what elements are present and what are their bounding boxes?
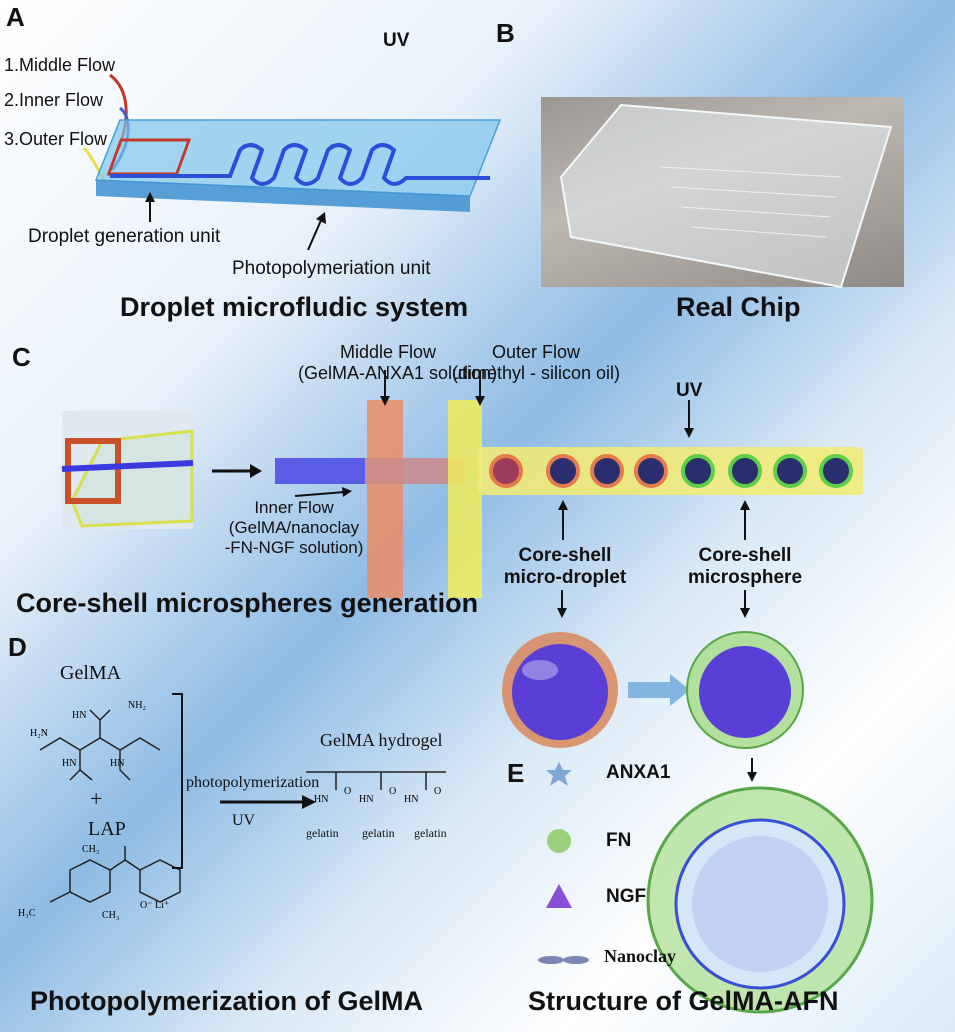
core-shell-microsphere-label: Core-shell microsphere	[670, 545, 820, 589]
gelma-hydrogel-label: GelMA hydrogel	[320, 730, 443, 750]
nanoclay-icon	[538, 956, 589, 964]
legend-fn: FN	[606, 830, 632, 851]
panel-d-title: Photopolymerization of GelMA	[30, 986, 424, 1016]
middle-flow-solution: (GelMA-ANXA1 solution)	[298, 363, 498, 383]
panel-b-title: Real Chip	[676, 292, 801, 322]
reaction-arrow	[220, 795, 316, 809]
svg-text:H₂N: H₂N	[30, 728, 48, 739]
inner-flow-solution-line1: (GelMA/nanoclay	[228, 518, 360, 537]
outer-flow-label: 3.Outer Flow	[4, 129, 108, 149]
microspheres-green	[681, 454, 853, 488]
droplets-orange	[489, 454, 668, 488]
microfluidic-chip-illustration	[82, 73, 502, 251]
gelma-hydrogel-structure: HN HN HN O O O	[306, 771, 446, 805]
sphere-label-line1: Core-shell	[698, 545, 792, 566]
sphere-label-line2: microsphere	[687, 567, 803, 588]
droplet-sphere-renders	[502, 590, 874, 1014]
panel-c-title: Core-shell microspheres generation	[16, 588, 479, 618]
middle-flow-label-c: Middle Flow (GelMA-ANXA1 solution)	[298, 342, 498, 384]
gelatin-label-1: gelatin	[306, 826, 339, 840]
svg-text:O: O	[389, 786, 396, 797]
panel-letter-d: D	[8, 632, 27, 662]
svg-text:HN: HN	[72, 710, 86, 721]
lap-structure: H₃C CH₃ CH₃ O⁻ Li⁺	[18, 844, 181, 921]
panel-letter-c: C	[12, 342, 31, 372]
droplet-label-line2: micro-droplet	[503, 567, 627, 588]
svg-text:HN: HN	[110, 758, 124, 769]
legend-anxa1: ANXA1	[606, 762, 671, 783]
inner-flow-label-c: Inner Flow (GelMA/nanoclay -FN-NGF solut…	[184, 498, 404, 558]
ngf-icon	[546, 884, 572, 908]
inner-flow-title: Inner Flow	[254, 498, 334, 517]
photopolymerization-unit-label: Photopolymeriation unit	[232, 258, 431, 279]
outer-flow-label-c: Outer Flow (dimethyl - silicon oil)	[446, 342, 626, 384]
svg-text:O⁻ Li⁺: O⁻ Li⁺	[140, 900, 169, 911]
inner-flow-solution-line2: -FN-NGF solution)	[224, 538, 364, 557]
middle-flow-title: Middle Flow	[339, 342, 437, 362]
chip-inset-drawing	[61, 429, 194, 528]
legend-ngf: NGF	[606, 886, 647, 907]
svg-text:HN: HN	[359, 794, 373, 805]
panel-letter-a: A	[6, 2, 25, 32]
lap-label: LAP	[88, 818, 126, 840]
svg-text:HN: HN	[404, 794, 418, 805]
gelma-label: GelMA	[60, 662, 122, 684]
panel-a-title: Droplet microfludic system	[120, 292, 469, 322]
reaction-bracket	[172, 693, 183, 869]
reaction-label: photopolymerization	[186, 774, 320, 791]
svg-text:NH₂: NH₂	[128, 700, 146, 711]
uv-label-a: UV	[383, 30, 410, 51]
glass-chip-shape	[559, 103, 893, 289]
gelatin-label-2: gelatin	[362, 826, 395, 840]
outer-flow-solution: (dimethyl - silicon oil)	[451, 363, 621, 383]
anxa1-icon	[546, 762, 572, 786]
panel-letter-b: B	[496, 18, 515, 48]
plus-sign: +	[90, 786, 103, 811]
droplet-label-line1: Core-shell	[518, 545, 612, 566]
svg-text:O: O	[344, 786, 351, 797]
real-chip-photo	[541, 97, 904, 289]
uv-label-c: UV	[676, 380, 703, 401]
panel-letter-e: E	[507, 758, 525, 788]
fn-icon	[547, 829, 571, 853]
svg-text:CH₃: CH₃	[82, 844, 99, 855]
gelatin-label-3: gelatin	[414, 826, 447, 840]
svg-text:H₃C: H₃C	[18, 908, 36, 919]
svg-text:O: O	[434, 786, 441, 797]
outer-flow-title: Outer Flow	[491, 342, 581, 362]
legend-nanoclay: Nanoclay	[604, 946, 676, 966]
middle-flow-label: 1.Middle Flow	[4, 55, 116, 75]
svg-text:HN: HN	[314, 794, 328, 805]
svg-text:HN: HN	[62, 758, 76, 769]
core-shell-droplet-label: Core-shell micro-droplet	[490, 545, 640, 589]
panel-e-title: Structure of GelMA-AFN	[528, 986, 839, 1016]
gelma-structure: H₂N NH₂ HN HN HN	[30, 700, 161, 781]
svg-text:CH₃: CH₃	[102, 910, 119, 921]
chip-inset-photo	[61, 411, 194, 529]
inner-flow-label: 2.Inner Flow	[4, 90, 104, 110]
flow-channel-diagram	[212, 370, 863, 598]
droplet-generation-unit-label: Droplet generation unit	[28, 226, 221, 247]
reaction-uv-label: UV	[232, 812, 256, 829]
